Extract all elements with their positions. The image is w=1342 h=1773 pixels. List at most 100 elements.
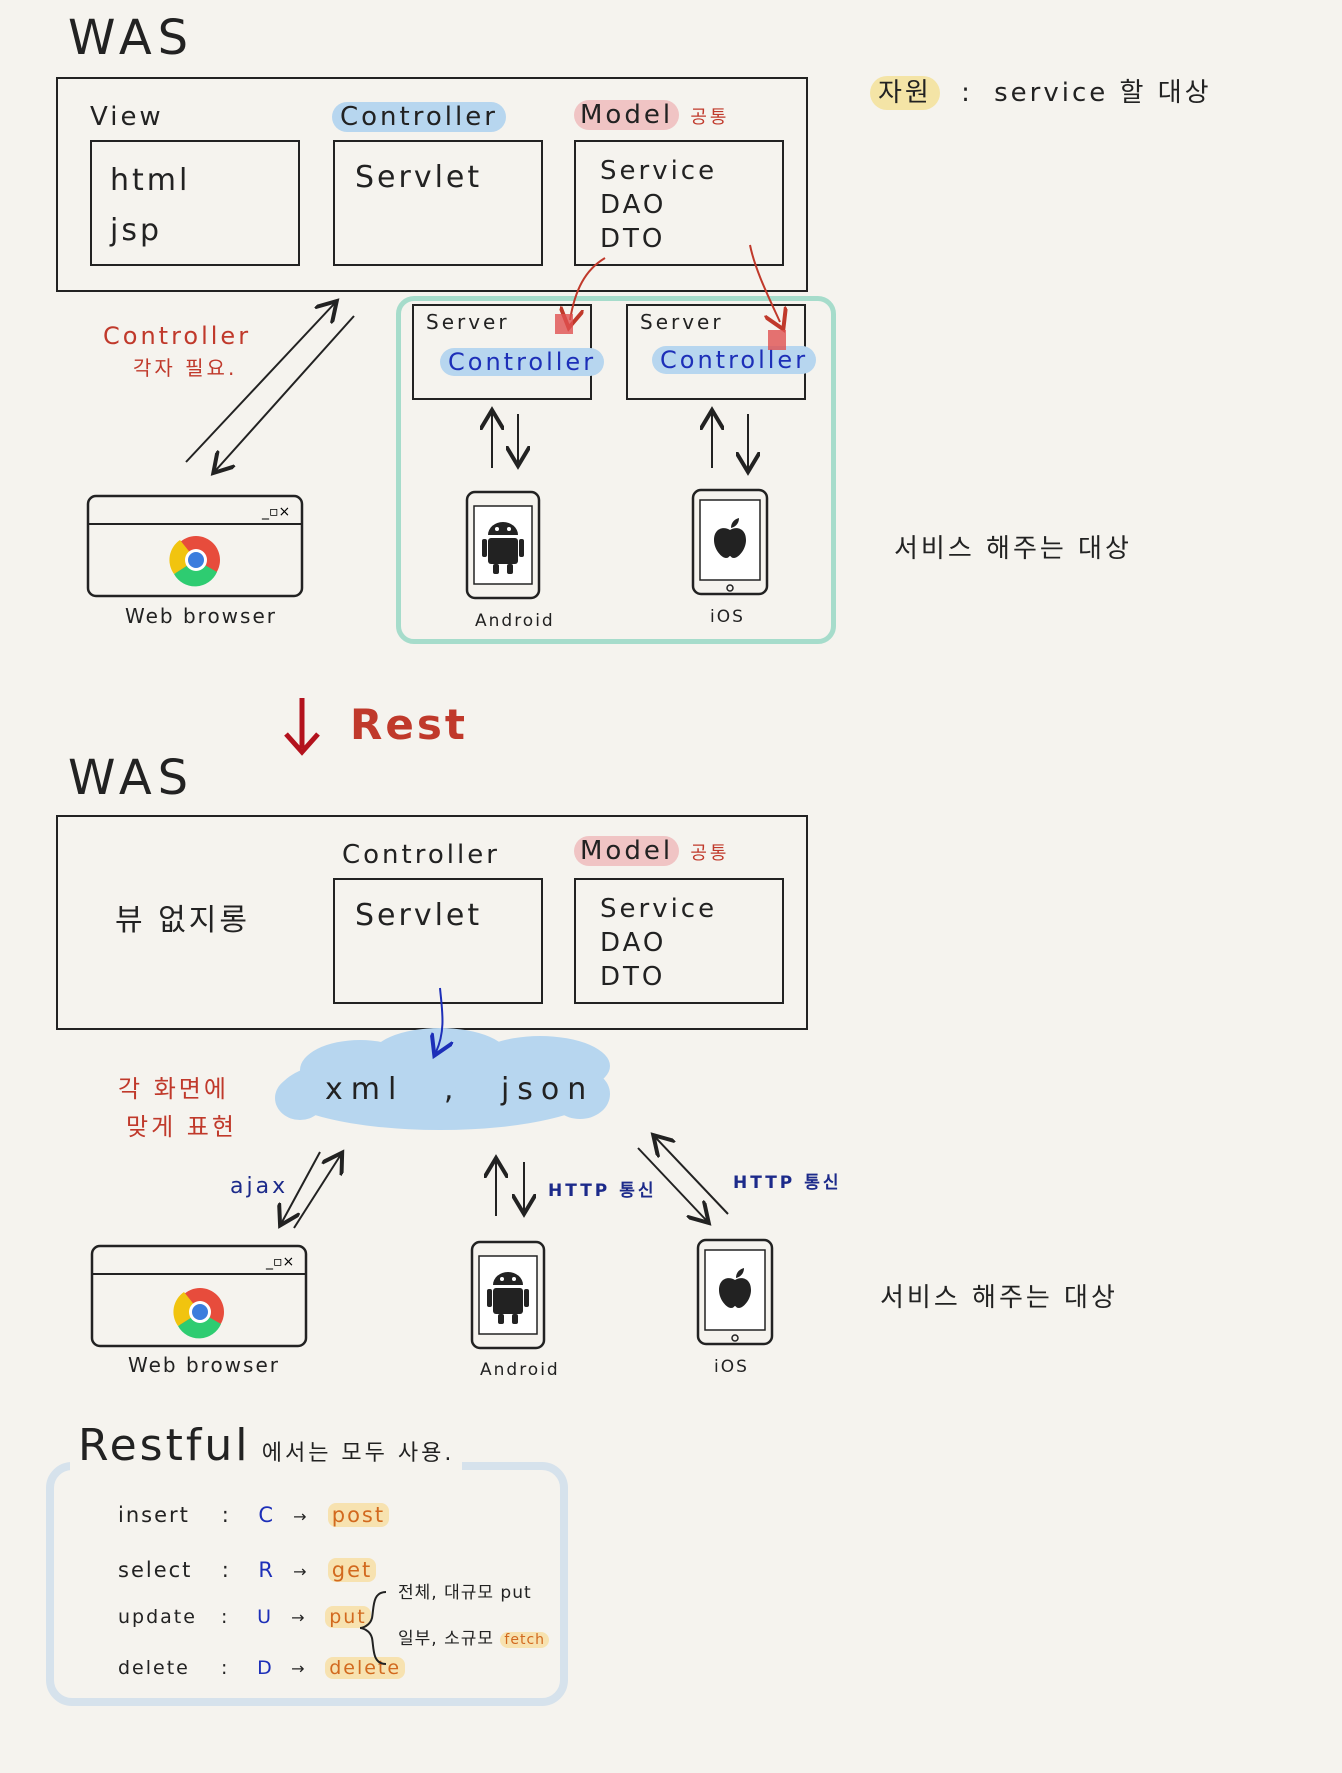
screen-note-line1: 각 화면에	[118, 1075, 229, 1103]
rest-sep: :	[221, 1657, 230, 1679]
screen-note: 각 화면에 맞게 표현	[118, 1070, 237, 1146]
server-box-2: Server Controller	[626, 304, 817, 400]
http-label-ios: HTTP 통신	[733, 1173, 842, 1193]
bottom-service-target: 서비스 해주는 대상	[880, 1283, 1118, 1313]
model-note: 공통	[690, 107, 730, 128]
bottom-android-icon	[470, 1240, 546, 1350]
cloud-xml: xml	[325, 1072, 405, 1107]
top-was-title: WAS	[68, 10, 195, 66]
http-label-android: HTTP 통신	[548, 1181, 657, 1201]
svg-text:_▫×: _▫×	[261, 504, 290, 520]
rest-row-insert: insert : C → post	[118, 1503, 390, 1527]
resource-legend: 자원 : service 할 대상	[870, 72, 1212, 110]
rest-op: insert	[118, 1503, 190, 1527]
bottom-controller-label: Controller	[342, 840, 500, 870]
controller-note-line2: 각자 필요.	[133, 356, 238, 380]
server-controller-text-2: Controller	[652, 346, 817, 374]
screen-note-line2: 맞게 표현	[126, 1113, 237, 1141]
brace-note-partial-text: 일부, 소규모	[398, 1629, 495, 1649]
controller-label-text: Controller	[332, 102, 506, 132]
rest-op: select	[118, 1558, 193, 1582]
controller-each-note: Controller 각자 필요.	[103, 320, 251, 384]
top-service-target: 서비스 해주는 대상	[894, 534, 1132, 564]
rest-arrow-label: Rest	[350, 700, 468, 749]
bottom-model-content: Service DAO DTO	[600, 894, 718, 992]
bottom-browser-icon: _▫×	[90, 1244, 308, 1348]
brace-note-partial: 일부, 소규모 fetch	[398, 1624, 550, 1649]
view-content: html jsp	[110, 163, 191, 248]
bottom-android-label: Android	[480, 1360, 560, 1380]
brace-note-full-text: 전체, 대규모	[398, 1583, 495, 1603]
ajax-arrow-up	[293, 1156, 340, 1229]
model-label: Model 공통	[574, 100, 729, 130]
top-was-box	[56, 77, 808, 292]
controller-content: Servlet	[355, 160, 483, 195]
restful-title-main: Restful	[78, 1420, 251, 1471]
cloud-json: json	[500, 1072, 595, 1107]
resource-term: 자원	[870, 76, 940, 110]
brace-note-full: 전체, 대규모 put	[398, 1578, 532, 1603]
brace-note-full-method: put	[500, 1583, 532, 1603]
resource-desc: service 할 대상	[994, 78, 1212, 108]
top-android-label: Android	[475, 611, 555, 631]
controller-label: Controller	[332, 102, 506, 132]
rest-arrow: →	[293, 1562, 309, 1581]
top-ios-label: iOS	[710, 607, 745, 627]
rest-sep: :	[221, 1503, 231, 1527]
rest-letter: U	[257, 1606, 274, 1628]
ios-http-up	[656, 1138, 729, 1215]
bottom-model-note: 공통	[690, 843, 730, 864]
rest-arrow: →	[291, 1608, 307, 1627]
restful-title-suffix: 에서는 모두 사용.	[261, 1441, 455, 1466]
no-view-note: 뷰 없지롱	[115, 903, 250, 938]
mobile-service-group	[396, 296, 836, 644]
server-title-1: Server	[426, 310, 510, 334]
bottom-ios-label: iOS	[714, 1357, 749, 1377]
data-format-cloud-text: xml , json	[325, 1072, 594, 1107]
model-box: Service DAO DTO	[574, 140, 784, 266]
view-label: View	[90, 102, 164, 132]
server-title-2: Server	[640, 310, 724, 334]
brace-note-partial-method: fetch	[500, 1632, 550, 1648]
top-browser-icon: _▫×	[86, 494, 304, 598]
restful-title: Restful 에서는 모두 사용.	[70, 1420, 463, 1471]
controller-box: Servlet	[333, 140, 543, 266]
bottom-controller-box: Servlet	[333, 878, 543, 1004]
bottom-model-box: Service DAO DTO	[574, 878, 784, 1004]
rest-op: update	[118, 1606, 197, 1628]
view-box: html jsp	[90, 140, 300, 266]
model-label-text: Model	[574, 100, 680, 130]
rest-row-update: update : U → put	[118, 1606, 371, 1628]
bottom-controller-content: Servlet	[355, 898, 483, 933]
svg-text:_▫×: _▫×	[265, 1254, 294, 1270]
server-controller-text-1: Controller	[440, 348, 605, 376]
rest-letter: D	[257, 1657, 274, 1679]
server-box-1: Server Controller	[412, 304, 605, 400]
rest-op: delete	[118, 1657, 190, 1679]
server-controller-1: Controller	[440, 348, 605, 376]
rest-method: get	[327, 1558, 377, 1582]
rest-letter: C	[258, 1503, 276, 1527]
bottom-was-title: WAS	[68, 750, 195, 806]
rest-sep: :	[221, 1558, 231, 1582]
rest-letter: R	[258, 1558, 275, 1582]
bottom-ios-icon	[696, 1238, 774, 1346]
cloud-sep: ,	[443, 1072, 462, 1107]
top-browser-label: Web browser	[125, 604, 277, 628]
bottom-model-label-text: Model	[574, 836, 680, 866]
ajax-label: ajax	[230, 1174, 289, 1199]
rest-sep: :	[221, 1606, 230, 1628]
rest-row-delete: delete : D → delete	[118, 1657, 406, 1679]
resource-sep: :	[961, 78, 973, 108]
rest-method: put	[325, 1606, 371, 1628]
bottom-model-label: Model 공통	[574, 836, 729, 866]
server-controller-2: Controller	[652, 346, 817, 374]
rest-row-select: select : R → get	[118, 1558, 377, 1582]
rest-arrow: →	[293, 1507, 309, 1526]
model-content: Service DAO DTO	[600, 156, 718, 254]
controller-note-line1: Controller	[103, 322, 252, 350]
bottom-browser-label: Web browser	[128, 1353, 280, 1377]
rest-arrow: →	[291, 1659, 307, 1678]
rest-method: delete	[325, 1657, 406, 1679]
rest-method: post	[327, 1503, 390, 1527]
